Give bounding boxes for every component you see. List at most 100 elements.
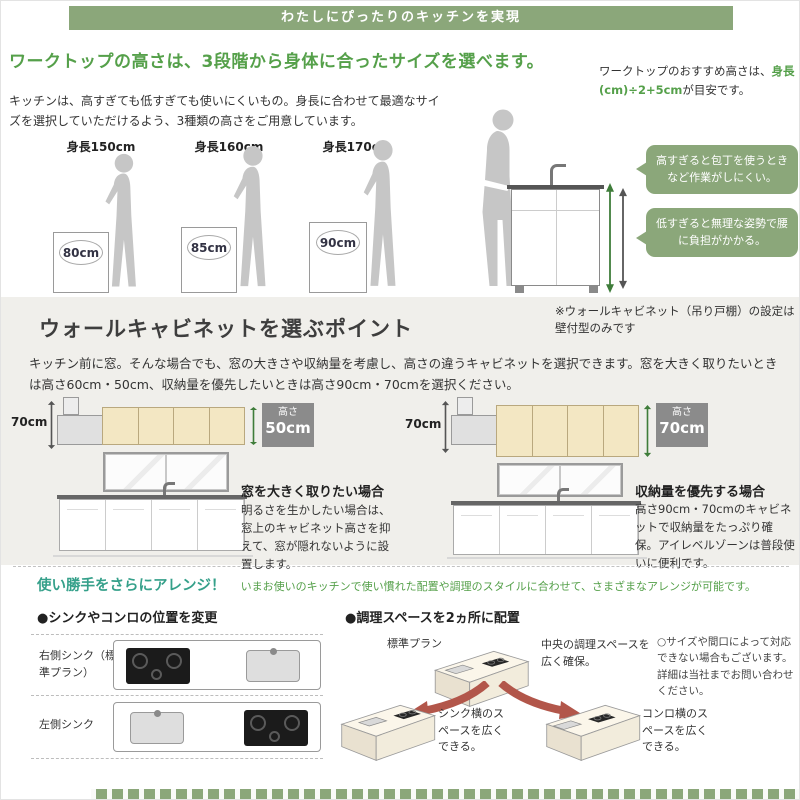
base-cabinet-section [198,500,244,550]
range-hood-duct [457,397,473,415]
row-divider [31,758,323,759]
right-sink-plan-view [113,640,321,690]
person-side-silhouette-icon [482,109,515,286]
sink-icon [246,648,300,682]
base-cabinets [59,499,245,551]
cabinet-height-arrow-icon [643,405,652,457]
callout-pointer [636,231,647,245]
left-sink-plan-view [113,702,321,752]
bottom-decorative-strip [91,789,799,799]
window-pane [499,465,560,495]
section2-heading: ウォールキャビネットを選ぶポイント [39,317,413,341]
right-sink-label: 右側シンク（標準プラン） [39,649,116,679]
recommend-text: ワークトップのおすすめ高さは、身長(cm)÷2+5cmが目安です。 [599,62,799,99]
burner-icon [151,669,162,680]
cabinet-door [137,407,174,445]
cabinet-door [102,407,139,445]
space-block-title: ●調理スペースを2ヵ所に配置 [345,611,520,626]
section2-description: キッチン前に窓。そんな場合でも、窓の大きさや収納量を考慮し、高さの違うキャビネッ… [29,356,778,393]
counter-90cm: 90cm [309,222,367,293]
callout-pointer [636,162,647,176]
faucet-icon [163,482,175,495]
burner-icon [166,653,182,669]
sink-side-note: シンク横のスペースを広くできる。 [438,707,504,753]
height-measure-arrow-icon [606,183,614,293]
badge-value: 50cm [265,419,311,437]
badge-prefix: 高さ [672,407,692,418]
base-cabinet [511,189,600,286]
arrange-subheading: いまお使いのキッチンで使い慣れた配置や調理のスタイルに合わせて、さまざまなアレン… [240,580,756,593]
side-height-label: 70cm [11,415,48,429]
storage-priority-title: 収納量を優先する場合 [635,485,766,500]
faucet-icon [557,488,569,501]
cabinet-height-arrow-icon [249,407,258,445]
sink-icon [130,710,184,744]
base-cabinet-section [106,500,152,550]
side-height-label: 70cm [405,417,442,431]
height-measure-arrow-icon [441,401,450,453]
center-space-note: 中央の調理スペースを広く確保。 [541,638,650,668]
row-divider [31,695,323,696]
section3-heading: 使い勝手をさらにアレンジ！ いまお使いのキッチンで使い慣れた配置や調理のスタイル… [37,574,756,595]
person-silhouette-icon [105,153,136,287]
recommend-post: が目安です。 [682,82,751,97]
cabinet-door-divider [555,190,557,285]
base-cabinet-section [500,506,546,554]
window-priority-text: 明るさを生かしたい場合は、窓上のキャビネット高さを抑えて、窓が隠れないように設置… [241,503,391,572]
recommend-formula: 身長(cm)÷2+5cm [599,64,795,97]
faucet-icon [270,648,277,655]
too-high-callout: 高すぎると包丁を使うときなど作業がしにくい。 [646,145,798,194]
kitchen-window [103,452,229,492]
arrange-heading: 使い勝手をさらにアレンジ！ [37,578,226,594]
base-cabinet-section [546,506,592,554]
range-hood-duct [63,397,79,415]
burner-icon [250,715,266,731]
wall-cabinets-70cm [496,405,639,457]
floor-line [53,555,253,557]
worktop-surface [57,495,247,499]
layout-block-title: ●シンクやコンロの位置を変更 [37,611,218,626]
section1-heading: ワークトップの高さは、3段階から身体に合ったサイズを選べます。 [9,52,545,72]
range-hood [57,415,103,445]
wall-cabinets-50cm [102,407,245,445]
row-divider [31,634,323,635]
figure1-height-label: 身長150cm [66,140,136,154]
window-pane [105,454,166,490]
cabinet-door [496,405,533,457]
counter-height-badge: 90cm [316,230,360,255]
base-cabinet-section [454,506,500,554]
badge-value: 70cm [659,419,705,437]
floor-line [447,557,647,559]
faucet-icon [550,164,566,185]
counter-80cm: 80cm [53,232,109,293]
recommend-pre: ワークトップのおすすめ高さは、 [599,64,772,78]
height-measure-arrow-icon [619,188,627,289]
cabinet-leg [515,286,524,293]
top-banner: わたしにぴったりのキッチンを実現 [69,6,733,30]
height-measure-arrow-icon [47,401,56,449]
iso-counter-stove-side [545,704,642,762]
size-disclaimer-note: ○サイズや間口によって対応できない場合もございます。詳細は当社までお問い合わせく… [657,636,794,697]
section1-description: キッチンは、高すぎても低すぎても使いにくいもの。身長に合わせて最適なサイズを選択… [9,94,440,129]
burner-icon [132,653,148,669]
range-hood [451,415,497,445]
iso-counter-sink-side [340,704,437,762]
wall-cabinet-note: ※ウォールキャビネット（吊り戸棚）の設定は壁付型のみです [555,304,795,336]
section3-divider [13,566,789,567]
badge-prefix: 高さ [278,407,298,418]
cooktop-icon [126,648,190,684]
window-priority-title: 窓を大きく取りたい場合 [241,485,385,500]
cabinet-height-badge: 高さ 70cm [656,403,708,447]
window-pane [560,465,621,495]
cabinet-drawer-line [512,210,599,211]
person-silhouette-icon [363,140,396,286]
cabinet-door [173,407,210,445]
counter-height-badge: 85cm [187,235,231,260]
storage-priority-text: 高さ90cm・70cmのキャビネットで収納量をたっぷり確保。アイレベルゾーンは普… [635,502,795,571]
base-cabinets [453,505,639,555]
left-sink-label: 左側シンク [39,718,94,731]
kitchen-storage-priority: 70cm 高さ 70cm [401,397,797,570]
base-cabinet-section [592,506,638,554]
worktop-surface [507,185,604,189]
counter-height-badge: 80cm [59,240,103,265]
